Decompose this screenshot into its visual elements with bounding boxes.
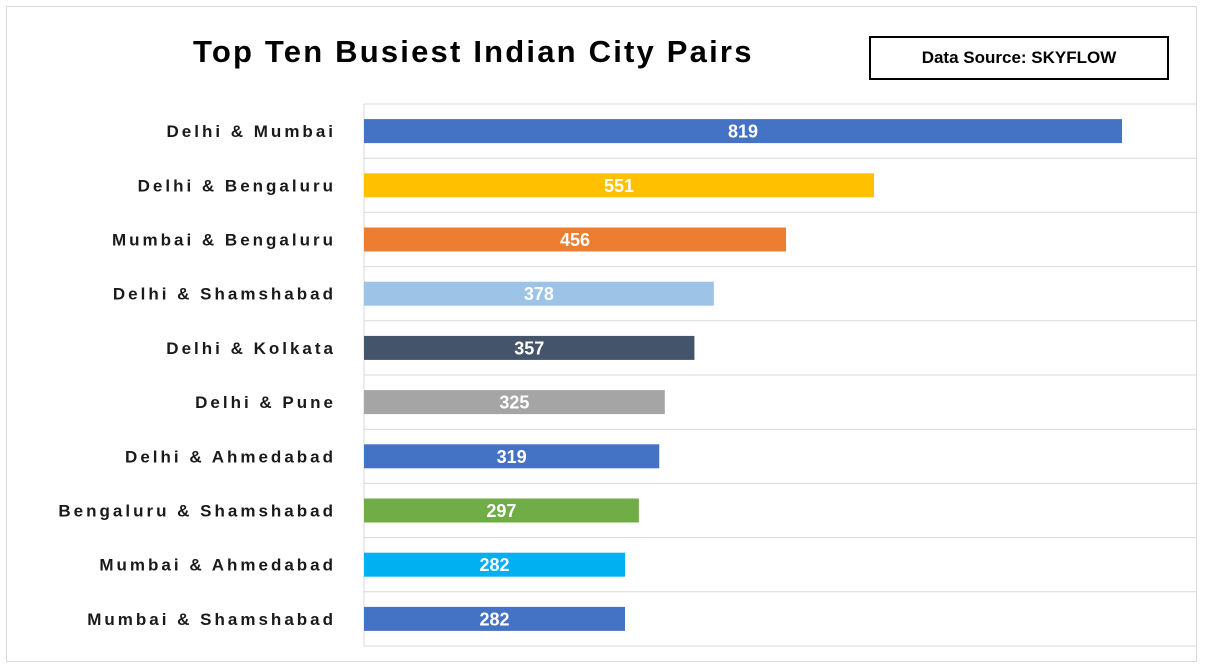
chart-title: Top Ten Busiest Indian City Pairs: [193, 34, 754, 69]
bar-value-label: 325: [499, 393, 529, 413]
bar: [364, 227, 787, 252]
category-label: Bengaluru & Shamshabad: [58, 502, 336, 521]
category-label: Delhi & Kolkata: [166, 339, 336, 358]
bar-value-label: 282: [479, 609, 509, 629]
bar: [364, 119, 1123, 144]
bar: [364, 606, 626, 631]
bar: [364, 281, 714, 306]
data-source-note: Data Source: SKYFLOW: [869, 36, 1169, 80]
bar-value-label: 551: [604, 176, 634, 196]
category-label: Mumbai & Ahmedabad: [99, 556, 336, 575]
bar-value-label: 456: [560, 230, 590, 250]
category-label: Delhi & Ahmedabad: [125, 447, 336, 466]
bar-value-label: 378: [524, 284, 554, 304]
bar-value-label: 357: [514, 338, 544, 358]
category-label: Delhi & Mumbai: [166, 122, 336, 141]
bar-value-label: 819: [728, 122, 758, 142]
bar-value-label: 319: [497, 447, 527, 467]
category-label: Mumbai & Bengaluru: [112, 231, 336, 250]
bar: [364, 390, 665, 415]
bar: [364, 335, 695, 360]
bar: [364, 173, 874, 198]
category-label: Delhi & Shamshabad: [113, 285, 336, 304]
category-label: Delhi & Pune: [195, 393, 336, 412]
bar-value-label: 297: [486, 501, 516, 521]
gridlines: [364, 103, 1197, 647]
bar: [364, 552, 626, 577]
category-label: Delhi & Bengaluru: [138, 176, 336, 195]
chart-frame: [6, 6, 1197, 662]
bars: 819 551 456 378 357 325 319 297 282 282: [364, 119, 1123, 631]
category-label: Mumbai & Shamshabad: [87, 610, 336, 629]
bar: [364, 498, 639, 523]
bar: [364, 444, 660, 469]
bar-value-label: 282: [479, 555, 509, 575]
